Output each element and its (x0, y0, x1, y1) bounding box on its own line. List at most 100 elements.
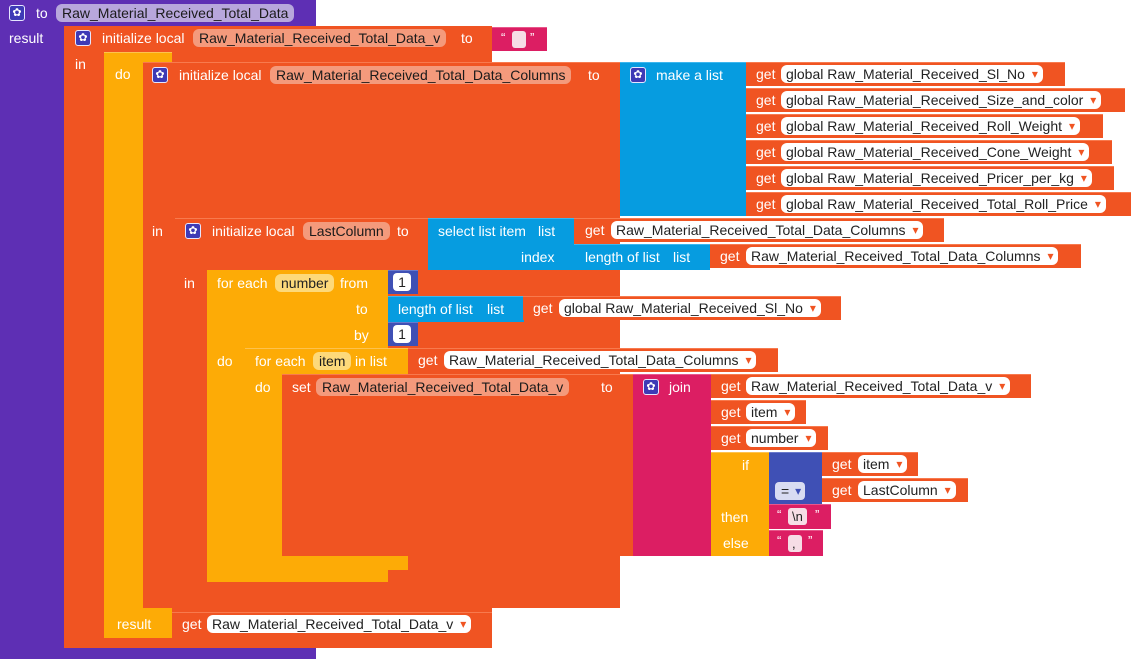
else-keyword: else (723, 535, 749, 551)
for-each-list-var-dropdown[interactable]: Raw_Material_Received_Total_Data_Columns (444, 351, 757, 369)
init-local-v-in-keyword: in (75, 56, 86, 72)
for-range-length-of-list-block[interactable] (388, 296, 524, 322)
make-list-item-2-get: get (756, 118, 776, 134)
for-each-item-do-keyword: do (255, 379, 271, 395)
init-local-v-keyword: initialize local (102, 30, 185, 46)
result-get-var-dropdown[interactable]: Raw_Material_Received_Total_Data_v (207, 615, 472, 633)
init-local-lastcolumn-keyword: initialize local (212, 223, 295, 239)
make-list-item-1-get: get (756, 92, 776, 108)
init-local-columns-to-keyword: to (588, 67, 600, 83)
select-list-item-block[interactable] (428, 218, 574, 270)
join-item-0-var-dropdown[interactable]: Raw_Material_Received_Total_Data_v (746, 377, 1011, 395)
init-local-columns-name-field[interactable]: Raw_Material_Received_Total_Data_Columns (270, 66, 572, 84)
if-then-else-block[interactable] (711, 452, 769, 556)
for-range-by-number-field[interactable]: 1 (393, 325, 411, 343)
make-a-list-label: make a list (656, 67, 723, 83)
set-to-keyword: to (601, 379, 613, 395)
else-close-quote-icon: ” (808, 533, 813, 548)
make-list-item-5-get: get (756, 196, 776, 212)
init-local-v-to-keyword: to (461, 30, 473, 46)
init-local-lastcolumn-in-keyword: in (184, 275, 195, 291)
for-each-item-var-field[interactable]: item (313, 352, 352, 370)
init-local-v-name-field[interactable]: Raw_Material_Received_Total_Data_v (193, 29, 447, 47)
for-range-do-keyword: do (217, 353, 233, 369)
for-each-item-in-list-keyword: in list (355, 353, 387, 369)
index-length-of-list-block[interactable] (574, 244, 710, 270)
join-label: join (669, 379, 691, 395)
for-range-to-get-keyword: get (533, 300, 553, 316)
open-quote-icon: “ (501, 30, 506, 45)
init-local-columns-keyword: initialize local (179, 67, 262, 83)
do-result-block-bottom (104, 610, 172, 638)
join-item-1-get: get (721, 404, 741, 420)
make-list-item-0-var-dropdown[interactable]: global Raw_Material_Received_Sl_No (781, 65, 1043, 83)
compare-right-get-keyword: get (832, 482, 852, 498)
do-result-keyword: result (117, 616, 152, 632)
init-local-columns-gear-icon[interactable]: ✿ (152, 67, 168, 83)
for-range-var-field[interactable]: number (275, 274, 335, 292)
make-list-item-0-get: get (756, 66, 776, 82)
make-list-item-4-get: get (756, 170, 776, 186)
set-block[interactable] (282, 374, 633, 556)
for-each-item-keyword: for each (255, 353, 306, 369)
join-item-2-get: get (721, 430, 741, 446)
join-block[interactable] (633, 374, 711, 556)
for-range-to-var-dropdown[interactable]: global Raw_Material_Received_Sl_No (559, 299, 821, 317)
compare-right-var-dropdown[interactable]: LastColumn (858, 481, 956, 499)
if-keyword: if (742, 457, 749, 473)
for-range-by-keyword: by (354, 327, 369, 343)
procedure-result-keyword: result (9, 30, 44, 46)
set-keyword: set (292, 379, 311, 395)
for-range-to-keyword: to (356, 301, 368, 317)
do-keyword: do (115, 66, 131, 82)
select-list-item-list-keyword: list (538, 223, 556, 239)
compare-left-var-dropdown[interactable]: item (858, 455, 908, 473)
index-length-of-list-list-keyword: list (673, 249, 691, 265)
for-range-from-number-field[interactable]: 1 (393, 273, 411, 291)
make-list-item-5-var-dropdown[interactable]: global Raw_Material_Received_Total_Roll_… (781, 195, 1106, 213)
procedure-to-keyword: to (36, 5, 48, 21)
init-local-v-gear-icon[interactable]: ✿ (75, 30, 91, 46)
then-open-quote-icon: “ (777, 507, 782, 522)
select-list-item-label: select list item (438, 223, 526, 239)
else-open-quote-icon: “ (777, 533, 782, 548)
set-var-field[interactable]: Raw_Material_Received_Total_Data_v (316, 378, 570, 396)
procedure-name-field[interactable]: Raw_Material_Received_Total_Data (56, 4, 295, 22)
for-range-length-of-list-label: length of list (398, 301, 473, 317)
for-each-list-get-keyword: get (418, 352, 438, 368)
select-list-item-index-keyword: index (521, 249, 555, 265)
join-item-0-get: get (721, 378, 741, 394)
for-range-from-keyword: from (340, 275, 368, 291)
else-text-field[interactable]: , (788, 535, 802, 552)
init-local-lastcolumn-name-field[interactable]: LastColumn (303, 222, 390, 240)
join-item-2-var-dropdown[interactable]: number (746, 429, 817, 447)
procedure-mutator-gear-icon[interactable]: ✿ (9, 5, 25, 21)
then-keyword: then (721, 509, 749, 525)
close-quote-icon: ” (530, 30, 535, 45)
result-get-keyword: get (182, 616, 202, 632)
index-length-of-list-label: length of list (585, 249, 660, 265)
make-list-item-2-var-dropdown[interactable]: global Raw_Material_Received_Roll_Weight (781, 117, 1081, 135)
make-a-list-block[interactable] (620, 62, 746, 216)
init-local-columns-in-keyword: in (152, 223, 163, 239)
join-item-1-var-dropdown[interactable]: item (746, 403, 796, 421)
make-list-item-1-var-dropdown[interactable]: global Raw_Material_Received_Size_and_co… (781, 91, 1102, 109)
for-range-keyword: for each (217, 275, 268, 291)
select-list-get-keyword: get (585, 222, 605, 238)
make-list-item-4-var-dropdown[interactable]: global Raw_Material_Received_Pricer_per_… (781, 169, 1092, 187)
then-close-quote-icon: ” (815, 507, 820, 522)
index-length-var-dropdown[interactable]: Raw_Material_Received_Total_Data_Columns (746, 247, 1059, 265)
then-text-field[interactable]: \n (788, 508, 807, 525)
select-list-var-dropdown[interactable]: Raw_Material_Received_Total_Data_Columns (611, 221, 924, 239)
make-list-item-3-var-dropdown[interactable]: global Raw_Material_Received_Cone_Weight (781, 143, 1090, 161)
init-local-lastcolumn-to-keyword: to (397, 223, 409, 239)
join-gear-icon[interactable]: ✿ (643, 379, 659, 395)
for-range-length-list-keyword: list (487, 301, 505, 317)
make-list-item-3-get: get (756, 144, 776, 160)
index-length-get-keyword: get (720, 248, 740, 264)
compare-left-get-keyword: get (832, 456, 852, 472)
make-a-list-gear-icon[interactable]: ✿ (630, 67, 646, 83)
init-local-lastcolumn-gear-icon[interactable]: ✿ (185, 223, 201, 239)
compare-operator-dropdown[interactable]: = (775, 482, 806, 500)
init-local-v-empty-string-field[interactable] (512, 31, 526, 48)
